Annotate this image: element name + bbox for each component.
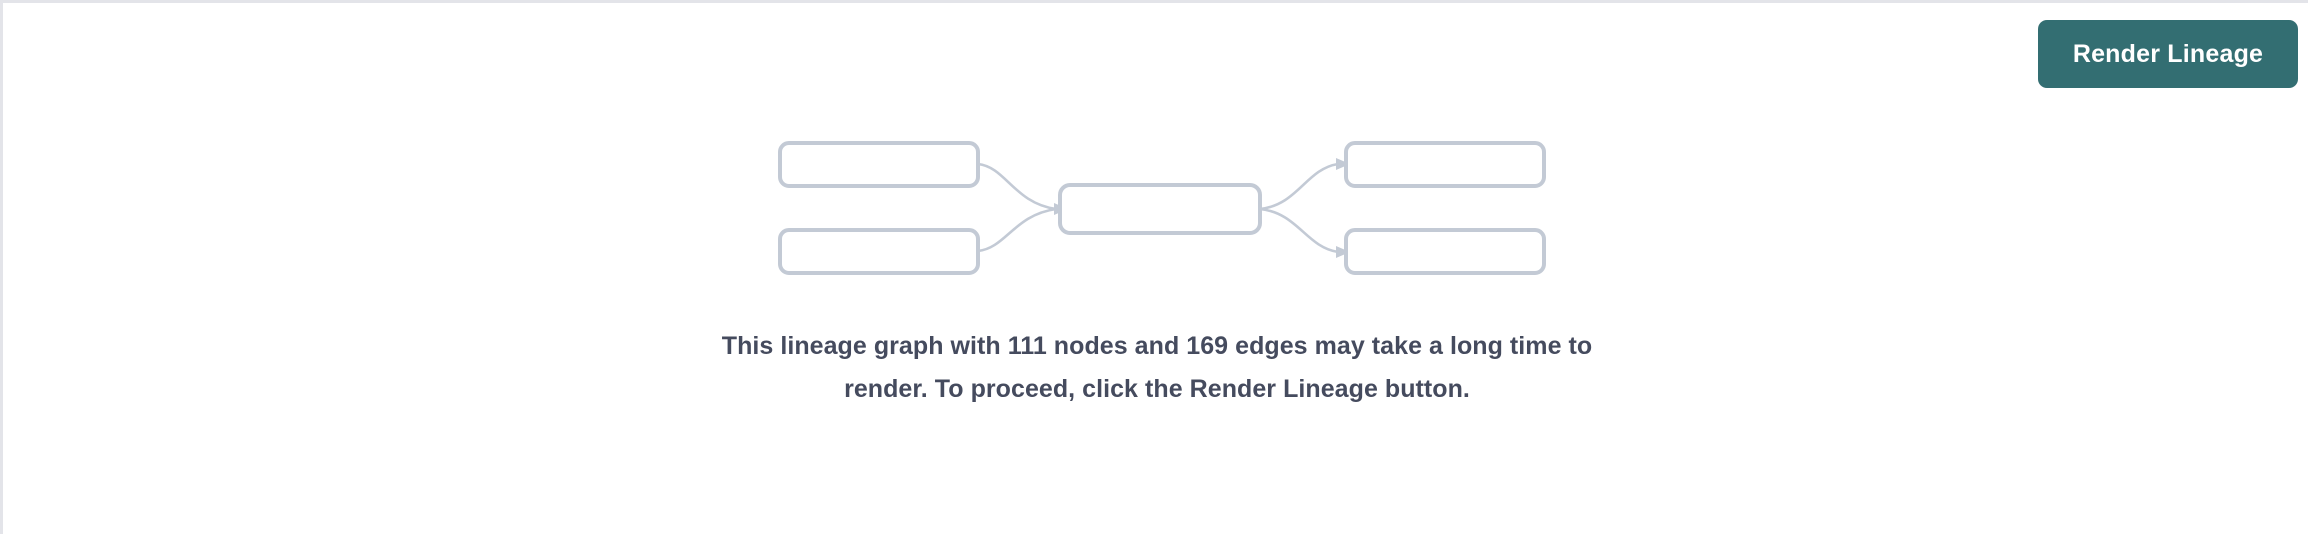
edge-upstream1-to-center (977, 162, 1057, 211)
arrowhead-into-downstream2 (1336, 246, 1350, 258)
lineage-node-downstream-1 (1344, 141, 1546, 188)
lineage-warning-message: This lineage graph with 111 nodes and 16… (721, 332, 1593, 403)
lineage-node-upstream-2 (778, 228, 980, 275)
lineage-graph-svg (778, 141, 1546, 275)
lineage-graph-placeholder (3, 3, 2308, 534)
edge-upstream2-to-center (977, 207, 1057, 253)
lineage-node-center (1058, 183, 1262, 235)
edge-center-to-downstream2 (1259, 207, 1339, 254)
render-lineage-button[interactable]: Render Lineage (2038, 20, 2298, 88)
arrowhead-into-downstream1 (1336, 158, 1350, 170)
arrowhead-into-center (1054, 203, 1068, 215)
edge-center-to-downstream1 (1259, 162, 1339, 211)
lineage-node-upstream-1 (778, 141, 980, 188)
lineage-node-downstream-2 (1344, 228, 1546, 275)
